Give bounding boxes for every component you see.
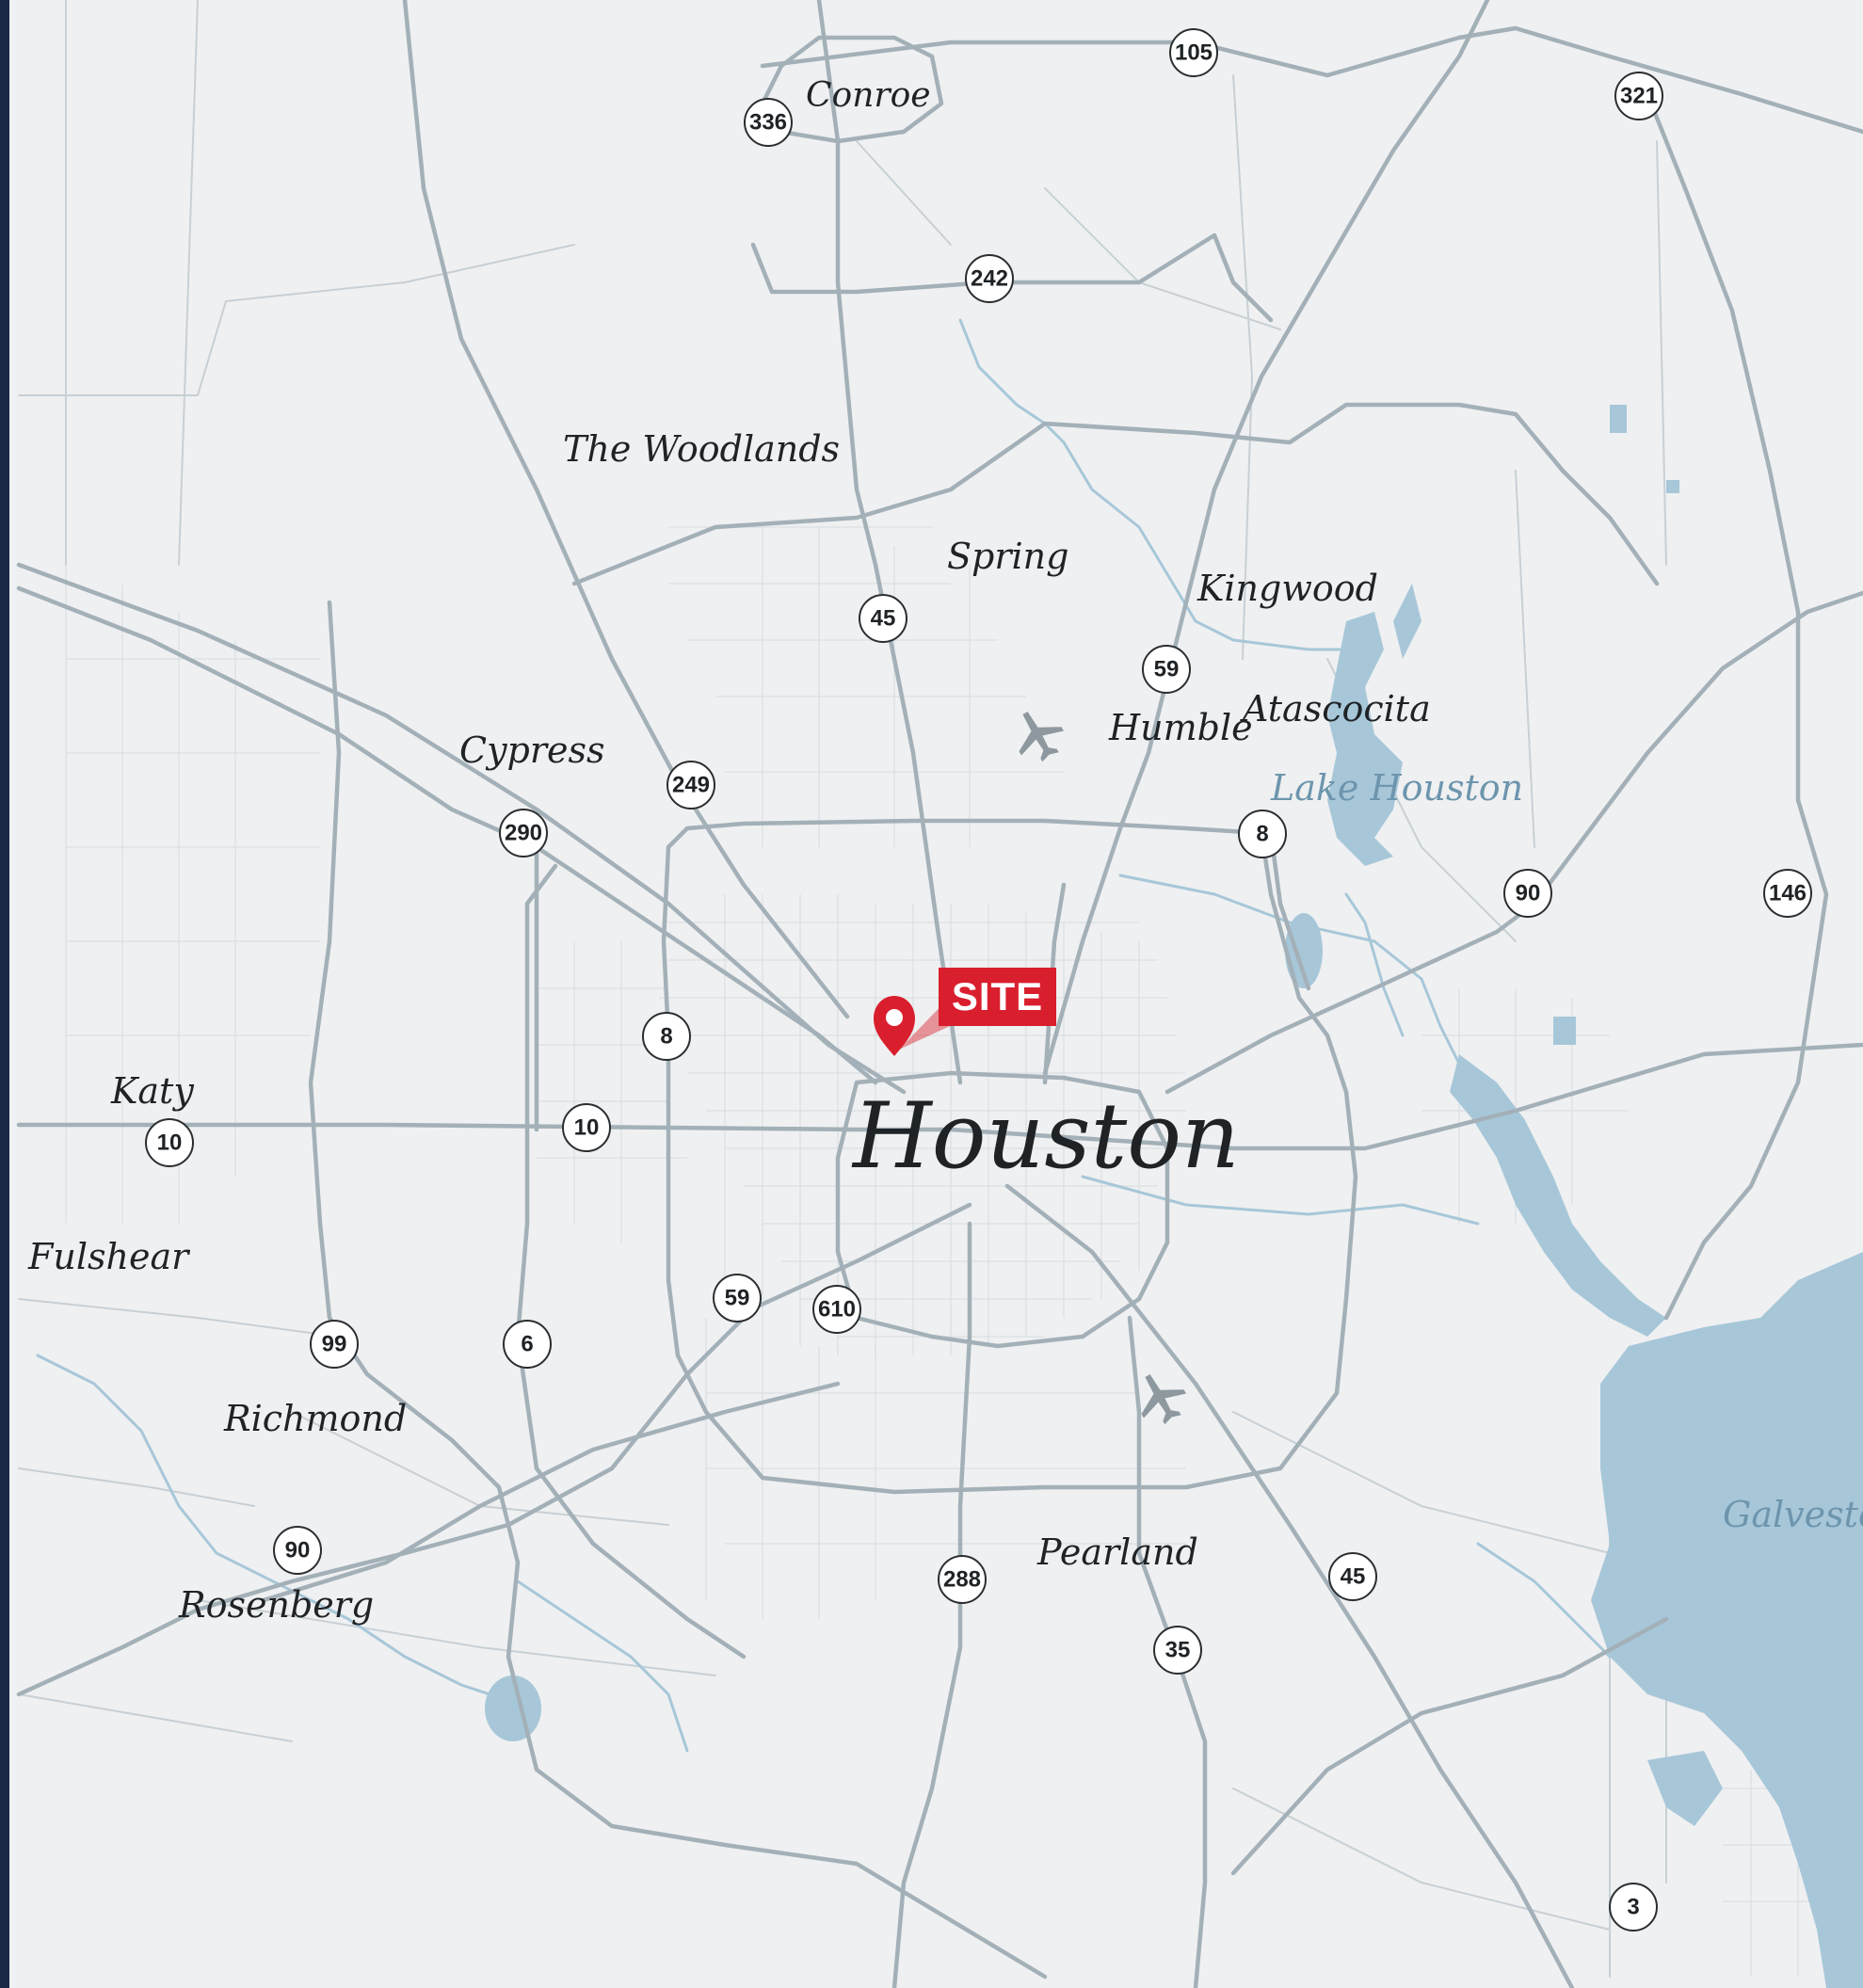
city-label-humble: Humble xyxy=(1108,707,1253,748)
svg-text:105: 105 xyxy=(1175,40,1213,66)
svg-text:6: 6 xyxy=(521,1332,533,1357)
city-label-spring: Spring xyxy=(947,536,1068,577)
svg-text:59: 59 xyxy=(725,1286,750,1311)
highway-shield-99: 99 xyxy=(310,1320,359,1369)
map-canvas[interactable]: Conroe The Woodlands Spring Kingwood Hum… xyxy=(9,0,1863,1988)
highway-shield-45: 45 xyxy=(1328,1552,1377,1601)
svg-text:8: 8 xyxy=(660,1024,672,1050)
galveston-bay xyxy=(1591,1252,1863,1988)
highway-shield-45: 45 xyxy=(859,594,907,643)
city-label-rosenberg: Rosenberg xyxy=(178,1584,374,1626)
highway-shield-242: 242 xyxy=(965,254,1014,303)
map-background xyxy=(9,0,1863,1988)
svg-text:59: 59 xyxy=(1154,657,1180,682)
svg-text:336: 336 xyxy=(749,110,787,136)
svg-text:10: 10 xyxy=(157,1130,183,1156)
highway-shield-10: 10 xyxy=(145,1118,194,1167)
highway-shield-8: 8 xyxy=(642,1012,691,1061)
svg-text:45: 45 xyxy=(871,606,896,632)
highway-shield-336: 336 xyxy=(744,98,793,147)
highway-shield-8: 8 xyxy=(1238,810,1287,858)
ship-channel xyxy=(1450,1054,1666,1337)
map-frame[interactable]: Conroe The Woodlands Spring Kingwood Hum… xyxy=(9,0,1863,1988)
svg-text:610: 610 xyxy=(818,1297,856,1323)
highway-shield-610: 610 xyxy=(812,1285,861,1334)
city-label-pearland: Pearland xyxy=(1036,1531,1198,1573)
location-pin-icon[interactable] xyxy=(874,996,915,1056)
svg-text:321: 321 xyxy=(1620,84,1658,109)
city-label-kingwood: Kingwood xyxy=(1196,568,1378,609)
highway-shield-249: 249 xyxy=(667,761,715,810)
highway-shield-10: 10 xyxy=(562,1103,611,1152)
highway-shields: 105 336 321 242 45 59 249 290 8 90 146 1… xyxy=(145,28,1812,1932)
highway-shield-6: 6 xyxy=(503,1320,552,1369)
site-label[interactable]: SITE xyxy=(939,968,1056,1026)
highway-shield-3: 3 xyxy=(1609,1883,1658,1932)
city-label-fulshear: Fulshear xyxy=(27,1236,191,1277)
svg-text:45: 45 xyxy=(1341,1564,1366,1590)
svg-text:3: 3 xyxy=(1627,1895,1639,1920)
water-label-lake-houston: Lake Houston xyxy=(1270,767,1523,809)
svg-text:288: 288 xyxy=(943,1567,981,1593)
highway-shield-59: 59 xyxy=(1142,645,1191,694)
water-features xyxy=(36,318,1863,1988)
major-highways xyxy=(16,0,1863,1988)
highway-shield-321: 321 xyxy=(1614,72,1663,120)
highway-shield-90: 90 xyxy=(1503,869,1552,918)
highway-shield-59: 59 xyxy=(713,1274,762,1323)
highway-shield-146: 146 xyxy=(1763,869,1812,918)
highway-shield-290: 290 xyxy=(499,809,548,858)
airports xyxy=(1019,711,1187,1425)
svg-text:249: 249 xyxy=(672,773,710,798)
svg-text:90: 90 xyxy=(1516,881,1541,906)
city-label-atascocita: Atascocita xyxy=(1240,688,1431,729)
svg-text:242: 242 xyxy=(971,266,1008,292)
svg-text:90: 90 xyxy=(285,1538,311,1563)
city-label-katy: Katy xyxy=(110,1070,194,1112)
city-labels: Conroe The Woodlands Spring Kingwood Hum… xyxy=(27,76,1431,1626)
highway-shield-288: 288 xyxy=(938,1555,987,1604)
airport-icon xyxy=(1141,1373,1187,1425)
city-label-conroe: Conroe xyxy=(806,76,931,115)
svg-text:10: 10 xyxy=(574,1115,600,1141)
city-label-the-woodlands: The Woodlands xyxy=(563,428,840,470)
city-label-cypress: Cypress xyxy=(459,729,605,771)
svg-text:35: 35 xyxy=(1165,1638,1191,1663)
city-label-houston: Houston xyxy=(851,1083,1240,1189)
water-label-galveston: Galveston xyxy=(1723,1494,1863,1535)
svg-text:146: 146 xyxy=(1769,881,1807,906)
highway-shield-105: 105 xyxy=(1169,28,1218,77)
water-labels: Lake Houston Galveston xyxy=(1270,767,1863,1535)
airport-icon xyxy=(1019,711,1065,762)
city-label-richmond: Richmond xyxy=(223,1398,407,1439)
svg-text:290: 290 xyxy=(505,821,542,846)
highway-shield-35: 35 xyxy=(1153,1626,1202,1675)
highway-shield-90: 90 xyxy=(273,1526,322,1575)
street-grid xyxy=(65,526,1845,1977)
lake-houston xyxy=(1327,612,1403,866)
svg-text:8: 8 xyxy=(1256,822,1268,847)
svg-text:99: 99 xyxy=(322,1332,347,1357)
